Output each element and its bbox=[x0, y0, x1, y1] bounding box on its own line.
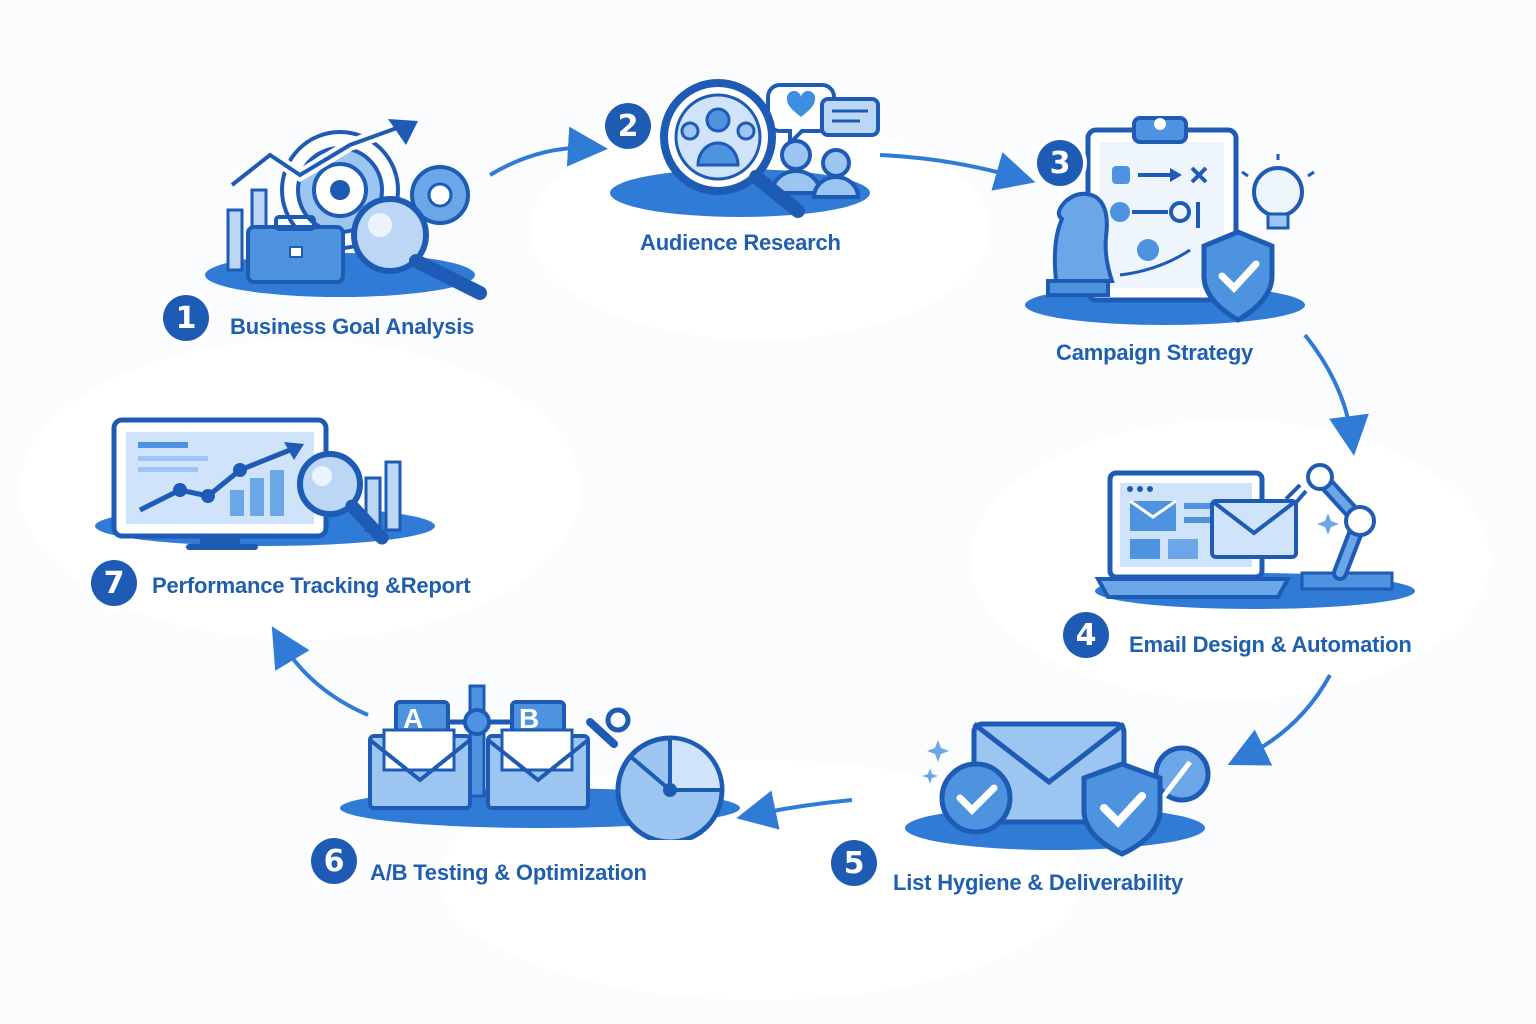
step-7-label: Performance Tracking &Report bbox=[152, 573, 471, 598]
arrow-6-to-7 bbox=[271, 626, 369, 717]
step-2-badge: 2 bbox=[605, 103, 651, 149]
step-1-label: Business Goal Analysis bbox=[230, 314, 475, 339]
target-growth-icon bbox=[205, 119, 487, 300]
arrow-5-to-6 bbox=[736, 790, 853, 830]
step-4-label: Email Design & Automation bbox=[1129, 632, 1412, 657]
analytics-monitor-icon bbox=[95, 417, 435, 550]
arrow-3-to-4 bbox=[1303, 333, 1369, 456]
step-6-badge: 6 bbox=[311, 838, 357, 884]
step-1-badge: 1 bbox=[163, 295, 209, 341]
step-4-badge: 4 bbox=[1063, 612, 1109, 658]
variant-a-label: A bbox=[403, 703, 424, 734]
arrow-4-to-5 bbox=[1227, 674, 1332, 766]
step-7-badge: 7 bbox=[91, 560, 137, 606]
ab-test-icon bbox=[340, 684, 740, 840]
arrow-2-to-3 bbox=[879, 152, 1036, 191]
deliverability-shield-icon bbox=[905, 721, 1211, 857]
audience-magnifier-icon bbox=[610, 79, 880, 218]
arrow-1-to-2 bbox=[488, 126, 608, 177]
step-2-label: Audience Research bbox=[640, 230, 841, 255]
step-3-label: Campaign Strategy bbox=[1056, 340, 1254, 365]
step-6-label: A/B Testing & Optimization bbox=[370, 860, 647, 885]
strategy-board-icon bbox=[1025, 116, 1315, 325]
variant-b-label: B bbox=[519, 703, 540, 734]
step-5-badge: 5 bbox=[831, 840, 877, 886]
step-5-label: List Hygiene & Deliverability bbox=[893, 870, 1184, 895]
email-automation-icon bbox=[1094, 463, 1415, 609]
step-3-badge: 3 bbox=[1037, 140, 1083, 186]
